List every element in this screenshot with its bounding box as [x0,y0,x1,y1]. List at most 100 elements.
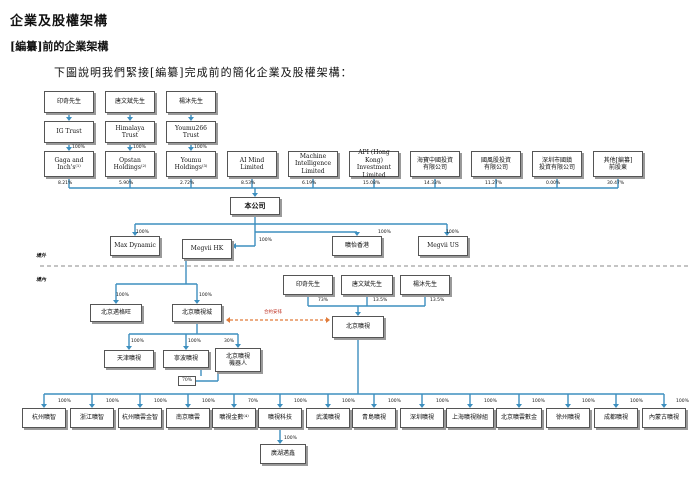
leaf-box-guanghu-maixin: 廣湖邁鑫 [260,444,306,464]
shareholder-pct-ai-mind: 8.53% [241,181,256,186]
arrow-head-71 [89,404,95,408]
shareholder-box-gaga: Gaga and Inch's⁽¹⁾ [44,151,94,177]
section-heading: [編纂]前的企業架構 [10,40,109,53]
arrow-head-11 [188,147,194,151]
onshore-box-beijing-kuangshi: 北京曠視 [332,316,384,338]
arrow-head-87 [467,404,473,408]
bottom-pct-6: 100% [342,399,355,404]
shareholder-box-youmu: Youmu Holdings⁽³⁾ [166,151,216,177]
arrow-head-89 [516,404,522,408]
arrow-head-24 [252,193,258,197]
arrow-head-28 [132,232,138,236]
arrow-head-48 [126,346,132,350]
sub-pct-megvii-hk: 100% [259,238,272,243]
shareholder-pct-shenzhen: 0.00% [546,181,561,186]
arrow-head-5 [127,117,133,121]
onshore-pct-robot: 30% [224,339,235,344]
bottom-pct-13: 100% [676,399,689,404]
bottom-pct-7: 100% [388,399,401,404]
shareholder-box-other: 其他[編纂] 前股東 [593,151,643,177]
onshore-founder-tang: 唐文斌先生 [341,275,393,295]
bottom-pct-5: 100% [294,399,307,404]
bottom-pct-9: 100% [484,399,497,404]
trust-pct-ig: 100% [72,145,85,150]
sub-pct-kuangyi-hk: 100% [378,230,391,235]
founder-box-yin: 印奇先生 [44,91,94,113]
arrow-head-52 [235,344,241,348]
bottom-box-shenzhen: 深圳曠視 [400,408,444,428]
onshore-box-beijing-maige: 北京邁格旺 [90,304,142,322]
onshore-founder-pct-yin: 73% [318,298,329,303]
bottom-box-wuhan: 武漢曠視 [306,408,350,428]
arrow-head-44 [194,300,200,304]
bottom-box-inner-mongolia: 內蒙古曠視 [642,408,686,428]
arrow-head-79 [277,404,283,408]
founder-box-yang: 楊沐先生 [166,91,216,113]
arrow-head-93 [613,404,619,408]
arrow-head-37 [232,243,236,249]
shareholder-box-api-hk: API (Hong Kong) Investment Limited [349,149,399,179]
bottom-box-xuzhou: 徐州曠視 [546,408,590,428]
trust-box-himalaya: Himalaya Trust [105,121,155,143]
bottom-box-hangzhou-kuangyun: 杭州曠雲金智 [118,408,162,428]
sub-box-max-dynamic: Max Dynamic [110,236,160,256]
bottom-box-chengdu: 成都曠視 [594,408,638,428]
shareholder-box-opstan: Opstan Holdings⁽²⁾ [105,151,155,177]
onshore-pct-beijing-maige: 100% [116,293,129,298]
trust-box-youmu: Youmu266 Trust [166,121,216,143]
shareholder-pct-haiyin: 14.33% [424,181,442,186]
bottom-pct-1: 100% [106,399,119,404]
bottom-pct-3: 100% [202,399,215,404]
arrow-head-77 [231,404,237,408]
bottom-box-zhejiang-kuangzhi: 浙江曠智 [70,408,114,428]
arrow-head-65 [355,312,361,316]
shareholder-pct-opstan: 5.90% [119,181,134,186]
trust-pct-himalaya: 100% [133,145,146,150]
leaf-pct: 100% [284,436,297,441]
onshore-box-ningbo: 寧波曠視 [163,350,209,368]
bottom-pct-12: 100% [630,399,643,404]
trust-box-ig: IG Trust [44,121,94,143]
arrow-head-42 [113,300,119,304]
bottom-pct-4: 70% [248,399,259,404]
bottom-pct-2: 100% [154,399,167,404]
bottom-box-kuangshi-keji: 曠視科技 [258,408,302,428]
shareholder-box-haiyin: 海寶中國投資 有限公司 [410,151,460,177]
shareholder-pct-other: 30.47% [607,181,625,186]
arrow-head-7 [127,147,133,151]
zone-label-offshore: 境外 [36,253,47,259]
arrow-head-9 [188,117,194,121]
sub-box-kuangyi-hk: 曠怡香港 [332,236,382,256]
arrow-head-91 [565,404,571,408]
shareholder-box-machine-intelligence: Machine Intelligence Limited [288,151,338,177]
bottom-pct-11: 100% [582,399,595,404]
bottom-pct-8: 100% [436,399,449,404]
bottom-box-beijing-kuangyun-shujin: 北京曠雲數金 [496,408,542,428]
trust-pct-youmu: 100% [194,145,207,150]
arrow-head-50 [183,346,189,350]
bottom-pct-10: 100% [532,399,545,404]
bottom-box-kuangshi-jinshu: 曠視金數⁽⁴⁾ [212,408,256,428]
founder-box-tang: 唐文斌先生 [105,91,155,113]
shareholder-box-shenzhen: 深圳市國鎮 投資有限公司 [532,151,582,177]
shareholder-pct-machine-intelligence: 6.19% [302,181,317,186]
bottom-box-qingdao: 青島曠視 [352,408,396,428]
sub-box-megvii-hk: Megvii HK [182,239,232,259]
arrow-head-81 [325,404,331,408]
arrow-head-73 [137,404,143,408]
page-heading: 企業及股權架構 [10,14,109,29]
arrow-head-69 [41,404,47,408]
sub-pct-megvii-us: 100% [446,230,459,235]
zone-label-onshore: 境內 [36,277,47,283]
sub-box-megvii-us: Megvii US [418,236,468,256]
sub-pct-max-dynamic: 100% [136,230,149,235]
shareholder-pct-youmu: 2.72% [180,181,195,186]
intro-text: 下圖說明我們緊接[編纂]完成前的簡化企業及股權架構： [54,66,353,79]
onshore-box-tianjin: 天津曠視 [104,350,154,368]
arrow-head-95 [661,404,667,408]
onshore-founder-yang: 楊沐先生 [400,275,450,295]
arrow-head-85 [419,404,425,408]
shareholder-pct-api-hk: 15.08% [363,181,381,186]
shareholder-pct-gaga: 8.21% [58,181,73,186]
